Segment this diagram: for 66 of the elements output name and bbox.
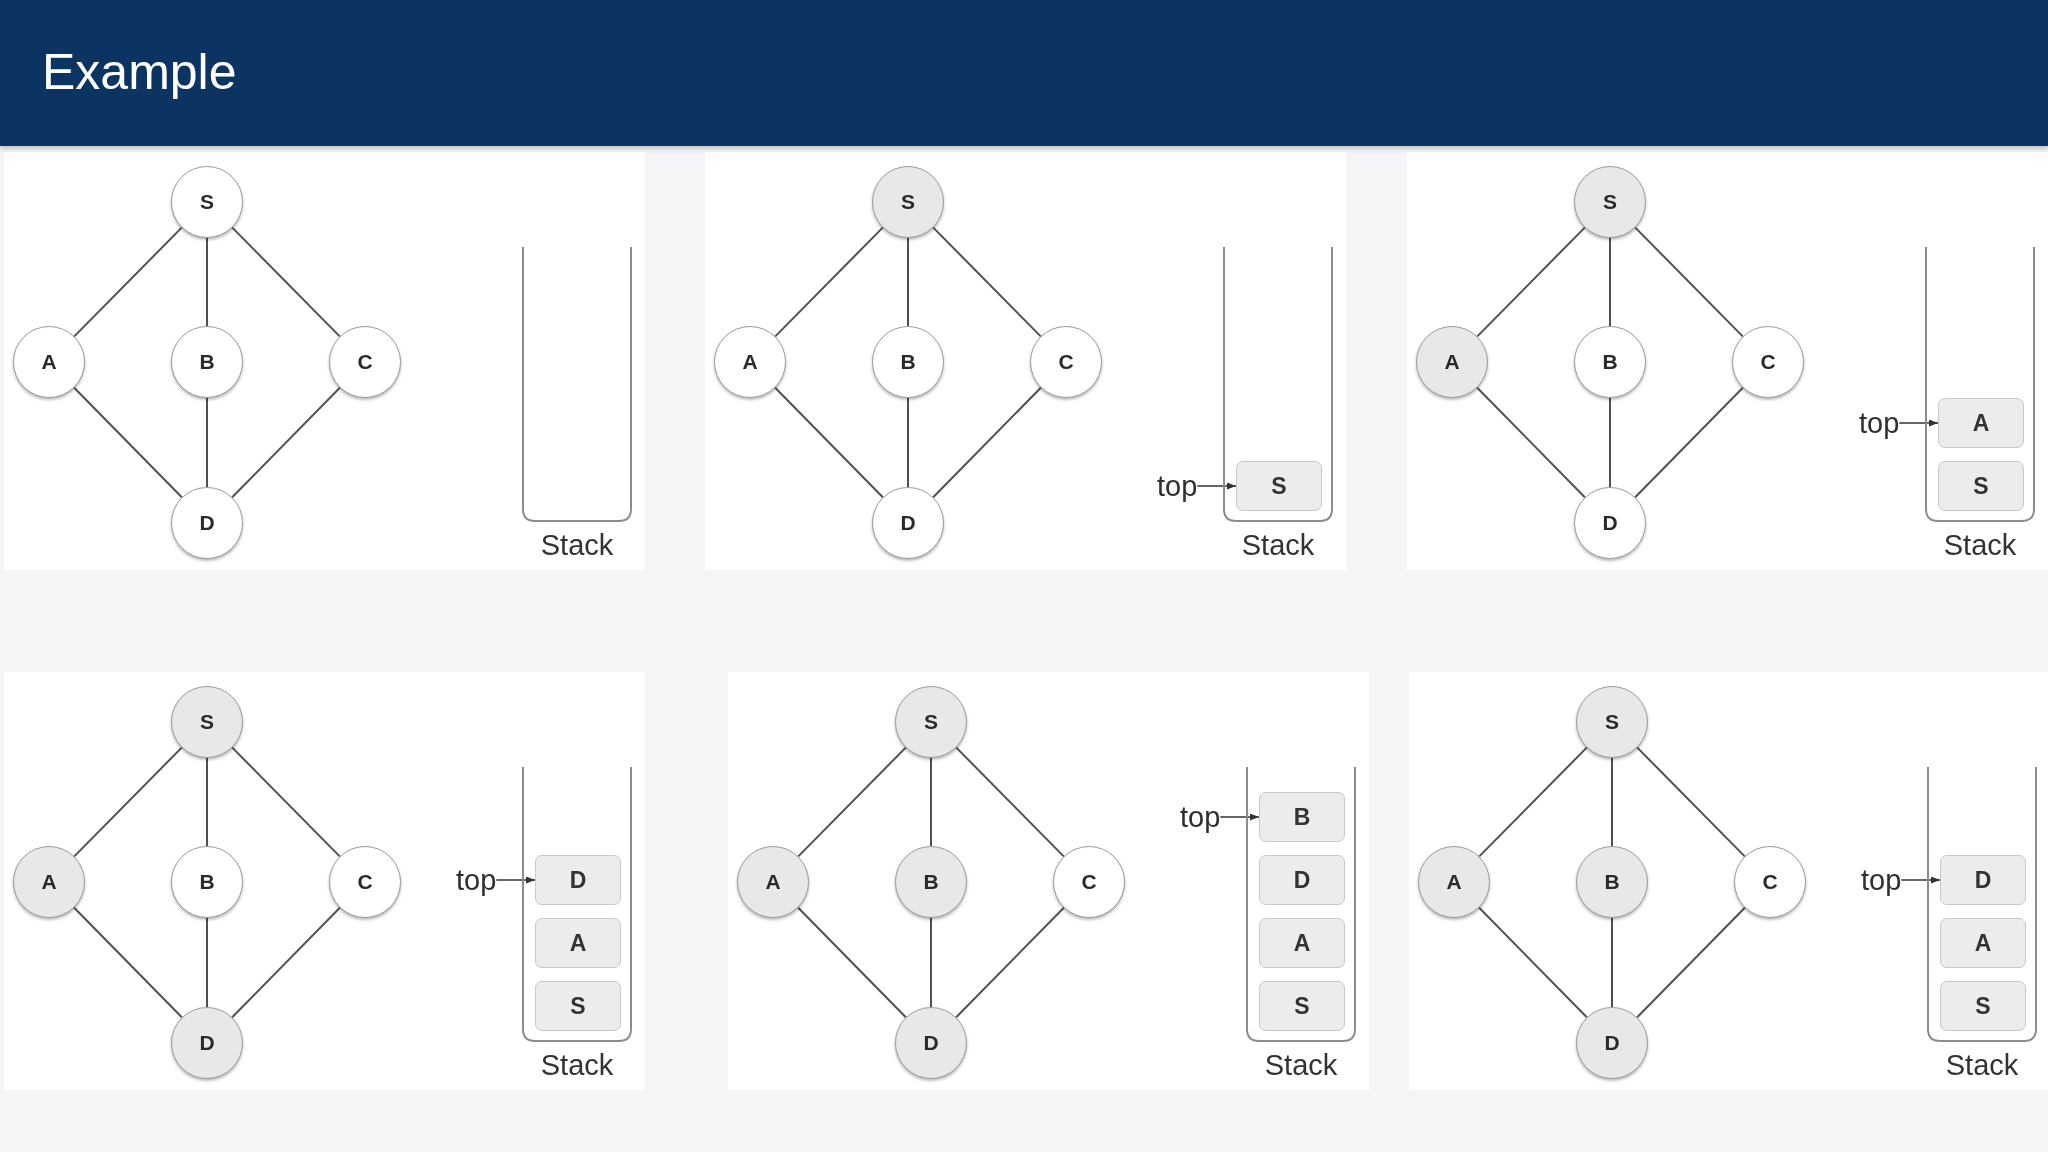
edge-line <box>932 226 1042 338</box>
stack-label: Stack <box>1241 529 1315 561</box>
edge-line <box>1476 386 1586 499</box>
stack-item: D <box>1259 855 1345 905</box>
edge-line <box>73 226 183 338</box>
stack-item: A <box>1938 398 2024 448</box>
edge-line <box>1476 226 1586 338</box>
stack-item: S <box>535 981 621 1031</box>
edge-line <box>73 386 183 499</box>
stack-item: D <box>535 855 621 905</box>
stack-item: S <box>1259 981 1345 1031</box>
edge-line <box>1609 237 1611 327</box>
edge-line <box>206 237 208 327</box>
edge-line <box>1634 386 1744 499</box>
slide-title: Example <box>42 44 237 100</box>
arrow <box>495 876 536 884</box>
edge-line <box>231 746 341 858</box>
edge-line <box>1609 397 1611 488</box>
edge-line <box>774 226 884 338</box>
edge-line <box>797 906 907 1019</box>
edge-line <box>797 746 907 858</box>
stack-item: A <box>535 918 621 968</box>
arrow <box>1898 419 1939 427</box>
arrow <box>1900 876 1941 884</box>
edge-line <box>206 757 208 847</box>
edge-line <box>1611 917 1613 1008</box>
stack-item: A <box>1940 918 2026 968</box>
edge-line <box>907 237 909 327</box>
stack-item: A <box>1259 918 1345 968</box>
edge-line <box>907 397 909 488</box>
stack-label: Stack <box>1945 1049 2019 1081</box>
stack-item: S <box>1938 461 2024 511</box>
stack-item: S <box>1940 981 2026 1031</box>
edge-line <box>1634 226 1744 338</box>
stack-label: Stack <box>1264 1049 1338 1081</box>
arrow <box>1196 482 1237 490</box>
edge-line <box>932 386 1042 499</box>
edge-line <box>1636 746 1746 858</box>
edge-line <box>930 917 932 1008</box>
pointer-label: top <box>1861 865 1902 895</box>
edge-line <box>231 226 341 338</box>
edge-line <box>206 397 208 488</box>
edge-line <box>930 757 932 847</box>
pointer-label: top <box>456 865 497 895</box>
edge-line <box>73 746 183 858</box>
edge-line <box>73 906 183 1019</box>
stack-label: Stack <box>540 1049 614 1081</box>
stack-label: Stack <box>1943 529 2017 561</box>
pointer-label: top <box>1157 471 1198 501</box>
edge-line <box>1636 906 1746 1019</box>
stack-item: S <box>1236 461 1322 511</box>
stack-item: B <box>1259 792 1345 842</box>
edge-line <box>1611 757 1613 847</box>
edge-line <box>1478 746 1588 858</box>
stack-item: D <box>1940 855 2026 905</box>
edge-line <box>774 386 884 499</box>
arrow <box>1219 813 1260 821</box>
edge-line <box>1478 906 1588 1019</box>
edge-line <box>206 917 208 1008</box>
pointer-label: top <box>1180 802 1221 832</box>
stack-label: Stack <box>540 529 614 561</box>
pointer-label: top <box>1859 408 1900 438</box>
edge-line <box>955 906 1065 1019</box>
edge-line <box>955 746 1065 858</box>
edge-line <box>231 386 341 499</box>
edge-line <box>231 906 341 1019</box>
